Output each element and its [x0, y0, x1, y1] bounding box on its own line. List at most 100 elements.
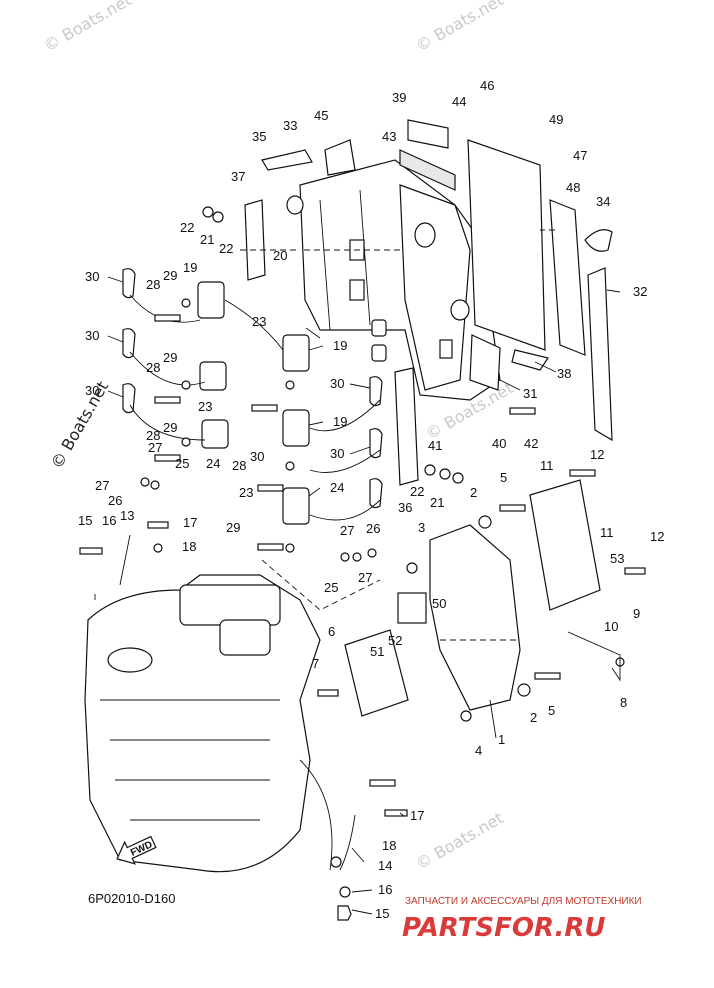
cdi-unit-6	[344, 629, 409, 717]
callout-53: 53	[610, 551, 624, 566]
callout-30: 30	[85, 328, 99, 343]
callouts: 1 2 2 3 4 5 5 6 7 8 9 10 11 11 12 12 13 …	[78, 78, 664, 921]
callout-43: 43	[382, 129, 396, 144]
bracket-31	[469, 334, 501, 391]
cdi-unit-11	[529, 479, 601, 611]
callout-32: 32	[633, 284, 647, 299]
callout-16: 16	[378, 882, 392, 897]
main-bracket	[286, 159, 501, 401]
callout-10: 10	[604, 619, 618, 634]
rectifier-50	[397, 592, 427, 624]
callout-4: 4	[475, 743, 482, 758]
callout-29: 29	[163, 268, 177, 283]
callout-52: 52	[388, 633, 402, 648]
callout-14: 14	[378, 858, 392, 873]
callout-41: 41	[428, 438, 442, 453]
callout-30: 30	[85, 383, 99, 398]
bracket-8	[567, 631, 621, 682]
ground-lead-upper	[119, 534, 131, 586]
callout-30: 30	[330, 446, 344, 461]
callout-21: 21	[200, 232, 214, 247]
plate-39	[407, 119, 449, 149]
diagram-code: 6P02010-D160	[88, 891, 175, 906]
callout-leaders	[107, 276, 621, 915]
callout-15: 15	[78, 513, 92, 528]
bracket-37	[244, 199, 266, 281]
callout-9: 9	[633, 606, 640, 621]
brand-caption: ЗАПЧАСТИ И АКСЕССУАРЫ ДЛЯ МОТОТЕХНИКИ	[405, 896, 642, 907]
callout-11: 11	[540, 458, 554, 473]
callout-50: 50	[432, 596, 446, 611]
callout-47: 47	[573, 148, 587, 163]
cover-plate-33	[324, 139, 356, 176]
callout-16: 16	[102, 513, 116, 528]
callout-23: 23	[239, 485, 253, 500]
clip-15-lower	[337, 905, 352, 921]
callout-12: 12	[590, 447, 604, 462]
ground-lead-14	[339, 814, 356, 871]
callout-28: 28	[146, 428, 160, 443]
callout-37: 37	[231, 169, 245, 184]
callout-25: 25	[324, 580, 338, 595]
washers	[140, 206, 625, 898]
callout-26: 26	[108, 493, 122, 508]
callout-29: 29	[163, 350, 177, 365]
callout-28: 29	[226, 520, 240, 535]
callout-2: 2	[470, 485, 477, 500]
cover-plate-35	[261, 149, 313, 171]
ignition-coil	[197, 281, 310, 525]
callout-1: 1	[498, 732, 505, 747]
watermark: © Boats.net	[413, 0, 507, 55]
callout-19: 19	[183, 260, 197, 275]
callout-11: 11	[600, 525, 614, 540]
callout-24: 24	[330, 480, 344, 495]
callout-12: 12	[650, 529, 664, 544]
callout-27: 27	[95, 478, 109, 493]
callout-35: 35	[252, 129, 266, 144]
callout-28: 28	[146, 277, 160, 292]
callout-29: 30	[250, 449, 264, 464]
engine-block	[84, 574, 333, 873]
callout-20: 20	[273, 248, 287, 263]
callout-28: 28	[146, 360, 160, 375]
bolts	[79, 314, 646, 817]
callout-26: 26	[366, 521, 380, 536]
callout-44: 44	[452, 94, 466, 109]
callout-28: 28	[232, 458, 246, 473]
callout-49: 49	[549, 112, 563, 127]
callout-22: 22	[219, 241, 233, 256]
plate-32	[587, 267, 613, 442]
callout-6: 6	[328, 624, 335, 639]
callout-34: 34	[596, 194, 610, 209]
callout-23: 23	[252, 314, 266, 329]
watermark: © Boats.net	[41, 0, 135, 55]
callout-30: 30	[85, 269, 99, 284]
callout-27: 27	[358, 570, 372, 585]
callout-45: 45	[314, 108, 328, 123]
plate-48	[549, 199, 586, 356]
callout-42: 42	[524, 436, 538, 451]
callout-3: 3	[418, 520, 425, 535]
leader-lines	[94, 229, 555, 641]
callout-22: 22	[180, 220, 194, 235]
callout-2: 2	[530, 710, 537, 725]
watermark: © Boats.net	[47, 378, 112, 472]
plate-47	[467, 139, 546, 351]
callout-5: 5	[500, 470, 507, 485]
callout-18: 18	[182, 539, 196, 554]
callout-24: 24	[206, 456, 220, 471]
callout-7: 7	[312, 656, 319, 671]
callout-40: 40	[492, 436, 506, 451]
watermark: © Boats.net	[413, 808, 507, 873]
callout-21: 21	[430, 495, 444, 510]
callout-51: 51	[370, 644, 384, 659]
callout-5: 5	[548, 703, 555, 718]
callout-38: 38	[557, 366, 571, 381]
eyelet-14	[330, 856, 342, 868]
lower-bracket	[429, 524, 521, 711]
callout-36: 36	[398, 500, 412, 515]
callout-30: 30	[330, 376, 344, 391]
callout-19: 19	[333, 338, 347, 353]
callout-23: 23	[198, 399, 212, 414]
bracket-36	[394, 367, 419, 486]
